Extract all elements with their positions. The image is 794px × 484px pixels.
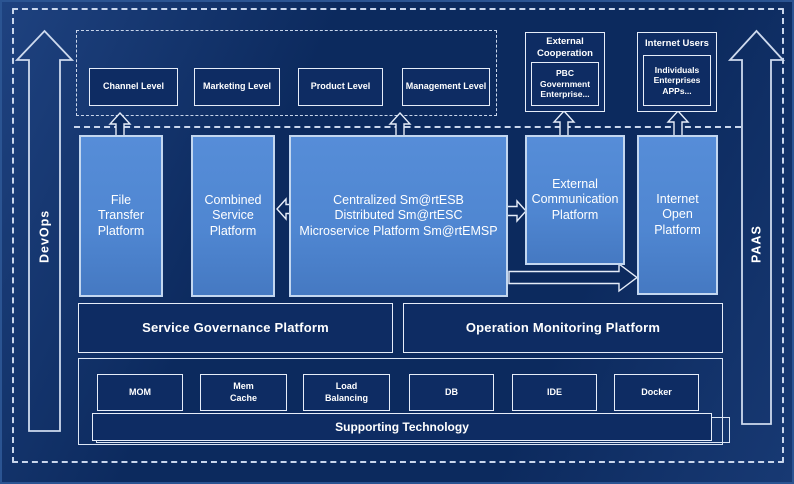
tech-label: Mem Cache <box>229 381 257 403</box>
internet-users-title: Internet Users <box>645 38 709 50</box>
tech-box-db: DB <box>409 374 494 411</box>
tech-label: IDE <box>546 386 562 397</box>
tech-box-mom: MOM <box>97 374 183 411</box>
tech-label: DB <box>445 386 458 397</box>
supporting-technology-bar: Supporting Technology <box>92 413 712 441</box>
tech-label: Docker <box>641 386 672 397</box>
tech-box-docker: Docker <box>614 374 699 411</box>
level-label: Product Level <box>310 81 371 92</box>
tech-box-load-balancing: Load Balancing <box>303 374 390 411</box>
platform-label: Centralized Sm@rtESB Distributed Sm@rtES… <box>299 192 498 238</box>
level-label: Channel Level <box>102 81 165 92</box>
external-cooperation-box: External Cooperation PBC Government Ente… <box>525 32 605 112</box>
levels-container <box>76 30 497 116</box>
level-box-marketing: Marketing Level <box>194 68 280 106</box>
platform-external-communication: External Communication Platform <box>525 135 625 265</box>
platform-label: Combined Service Platform <box>204 192 262 238</box>
tech-box-ide: IDE <box>512 374 597 411</box>
level-label: Management Level <box>405 81 487 92</box>
paas-label: PAAS <box>749 225 764 263</box>
level-box-product: Product Level <box>298 68 383 106</box>
tech-label: Load Balancing <box>324 381 368 403</box>
devops-label: DevOps <box>37 209 52 263</box>
platform-label: File Transfer Platform <box>97 192 145 238</box>
supporting-technology-title: Supporting Technology <box>335 419 469 434</box>
operation-monitoring-platform-bar: Operation Monitoring Platform <box>403 303 723 353</box>
external-cooperation-title: External Cooperation <box>537 36 593 59</box>
level-box-channel: Channel Level <box>89 68 178 106</box>
platform-label: External Communication Platform <box>531 176 619 222</box>
internet-users-box: Internet Users Individuals Enterprises A… <box>637 32 717 112</box>
platform-file-transfer: File Transfer Platform <box>79 135 163 297</box>
service-governance-platform-bar: Service Governance Platform <box>78 303 393 353</box>
external-cooperation-members: PBC Government Enterprise... <box>539 68 591 100</box>
platform-internet-open: Internet Open Platform <box>637 135 718 295</box>
tech-box-mem-cache: Mem Cache <box>200 374 287 411</box>
layer-separator-dashed-line <box>74 126 741 128</box>
bar-label: Operation Monitoring Platform <box>465 319 661 335</box>
internet-users-members-box: Individuals Enterprises APPs... <box>643 55 711 106</box>
level-box-management: Management Level <box>402 68 490 106</box>
internet-users-members: Individuals Enterprises APPs... <box>653 64 701 96</box>
level-label: Marketing Level <box>202 81 272 92</box>
platform-combined-service: Combined Service Platform <box>191 135 275 297</box>
tech-label: MOM <box>129 386 151 397</box>
platform-esb-suite: Centralized Sm@rtESB Distributed Sm@rtES… <box>289 135 508 297</box>
external-cooperation-members-box: PBC Government Enterprise... <box>531 62 599 106</box>
supporting-technology-container <box>78 358 723 445</box>
bar-label: Service Governance Platform <box>142 319 329 335</box>
platform-label: Internet Open Platform <box>654 191 701 237</box>
